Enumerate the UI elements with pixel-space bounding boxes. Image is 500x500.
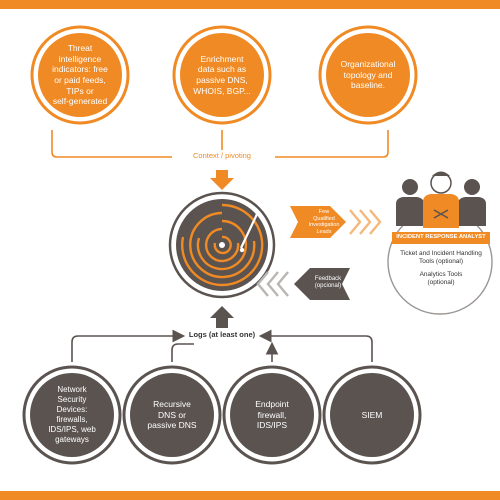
context-pivoting-label: Context / pivoting (193, 151, 251, 160)
log-text-endpoint: Endpoint firewall, IDS/IPS (255, 399, 289, 431)
leads-label: Few Qualified Investigation Leads (308, 209, 340, 235)
analyst-title: INCIDENT RESPONSE ANALYST (396, 234, 486, 240)
analyst-tool-ticketing: Ticket and Incident Handling Tools (opti… (400, 250, 482, 265)
logs-connector (71, 329, 373, 362)
analyst-person-right-icon (458, 179, 486, 226)
source-text-threat-intel: Threat intelligence indicators: free or … (52, 43, 108, 107)
analyst-person-left-icon (396, 179, 424, 226)
log-text-siem: SIEM (361, 409, 383, 420)
analyst-panel (387, 171, 493, 315)
source-text-topology: Organizational topology and baseline. (340, 59, 396, 91)
log-text-dns: Recursive DNS or passive DNS (147, 399, 197, 431)
maze-disc (168, 191, 276, 299)
source-circle-topology (318, 25, 418, 125)
source-text-enrichment: Enrichment data such as passive DNS, WHO… (193, 53, 251, 96)
feedback-arrow (256, 268, 350, 300)
up-arrow-to-maze (210, 306, 234, 328)
log-circle-siem (322, 365, 422, 465)
top-accent-bar (0, 0, 500, 9)
source-circle-enrichment (172, 25, 272, 125)
source-circle-threat-intel (30, 25, 130, 125)
analyst-person-center-icon (423, 171, 459, 228)
log-circle-network (22, 365, 122, 465)
log-text-network: Network Security Devices: firewalls, IDS… (48, 385, 96, 444)
context-connector (51, 130, 389, 158)
log-circle-dns (122, 365, 222, 465)
bottom-accent-bar (0, 491, 500, 500)
log-circle-endpoint (222, 365, 322, 465)
down-arrow-to-maze (210, 170, 234, 190)
logs-label: Logs (at least one) (188, 330, 256, 339)
analyst-tool-analytics: Analytics Tools (optional) (419, 271, 463, 286)
feedback-label: Feedback (opcional) (314, 276, 342, 290)
leads-arrow (290, 206, 382, 238)
